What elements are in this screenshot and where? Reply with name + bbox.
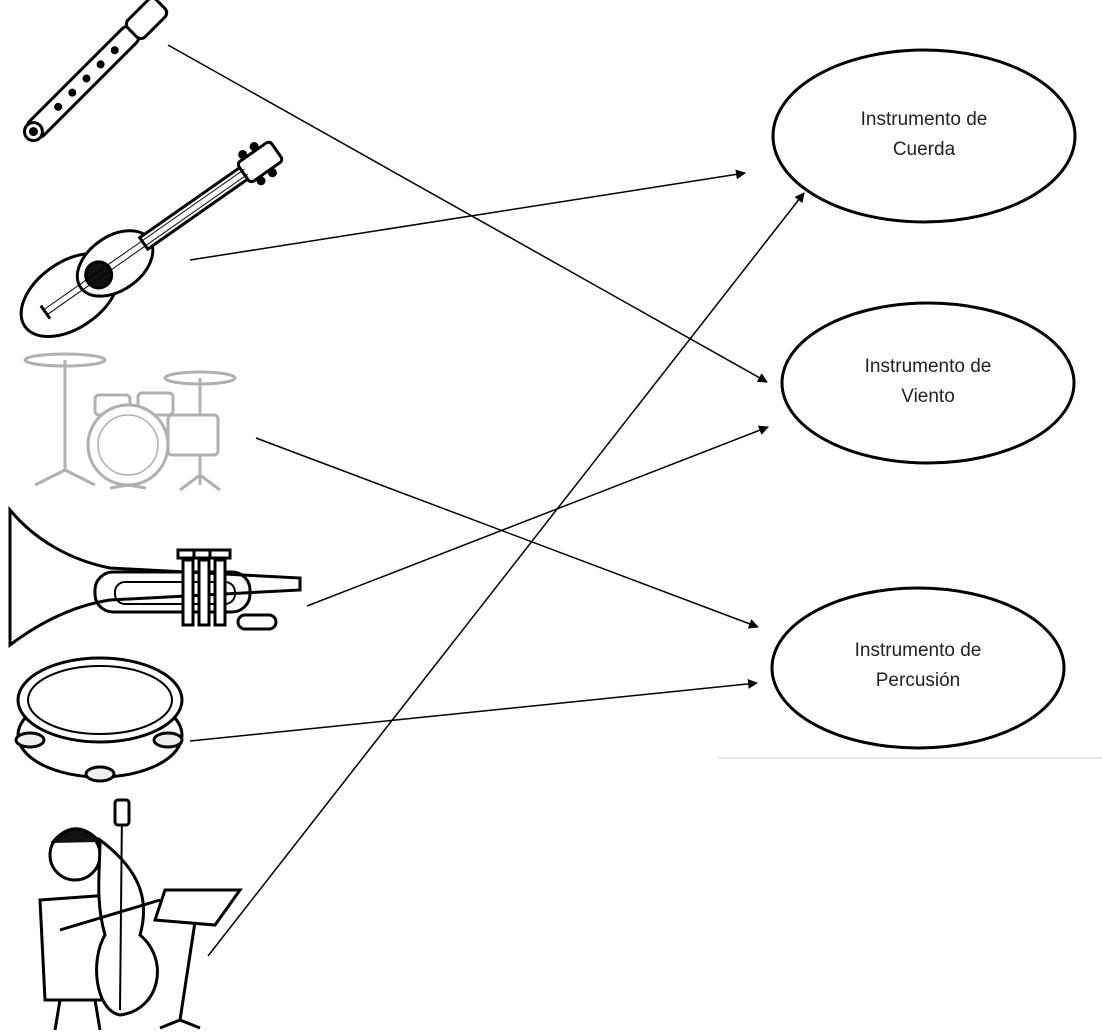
arrow-trumpet-to-viento [306,425,769,607]
arrow-drums-to-percusion [255,437,759,629]
guitar-icon [19,140,284,339]
category-viento-line2: Viento [901,386,955,407]
category-percusion: Instrumento de Percusión [770,586,1066,750]
trumpet-icon [8,505,302,649]
matching-arrows [167,44,805,957]
category-cuerda-line2: Cuerda [893,139,956,160]
drum-kit-icon [23,352,237,492]
tambourine-icon [14,656,184,783]
category-percusion-line2: Percusión [876,670,961,691]
category-viento: Instrumento de Viento [780,301,1076,465]
double-bass-player-icon [38,798,243,1031]
arrow-guitar-to-cuerda [189,169,746,261]
arrow-flute-to-viento [167,44,768,383]
arrow-bass-to-cuerda [207,192,805,957]
category-cuerda: Instrumento de Cuerda [771,48,1077,224]
category-percusion-line1: Instrumento de [855,640,982,661]
flute-icon [22,0,169,143]
category-cuerda-line1: Instrumento de [861,109,988,130]
arrow-tambourine-to-percusion [189,678,758,742]
category-viento-line1: Instrumento de [865,356,992,377]
